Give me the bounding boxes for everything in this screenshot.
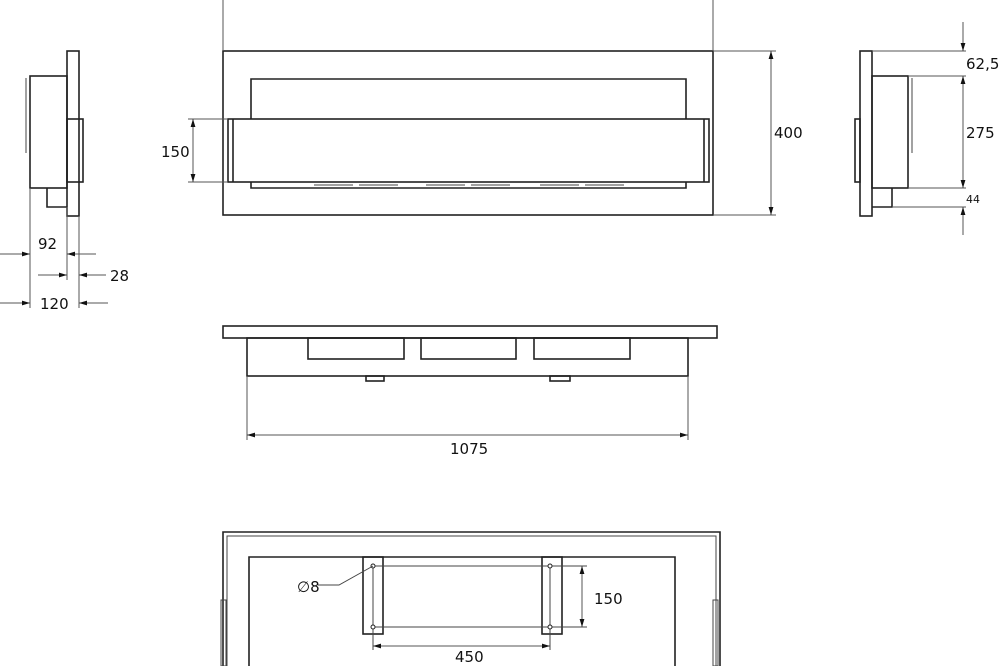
mounting-holes <box>370 563 553 630</box>
dim-hole-diameter: ∅8 <box>297 578 320 596</box>
dim-28: 28 <box>110 267 129 285</box>
dim-44: 44 <box>966 193 980 206</box>
top-view: 1075 <box>222 325 718 458</box>
dim-150-rear: 150 <box>594 590 623 608</box>
right-side-view: 62,5 275 44 <box>854 22 999 235</box>
front-view: 150 400 <box>161 0 803 216</box>
dim-120: 120 <box>40 295 69 313</box>
dim-275: 275 <box>966 124 995 142</box>
dim-92: 92 <box>38 235 57 253</box>
dim-150-front: 150 <box>161 143 190 161</box>
dim-62-5: 62,5 <box>966 55 999 73</box>
rear-view: ∅8 150 450 <box>220 531 721 666</box>
dim-450: 450 <box>455 648 484 666</box>
left-side-view: 92 28 120 <box>0 50 129 313</box>
dim-400: 400 <box>774 124 803 142</box>
dim-1075: 1075 <box>450 440 488 458</box>
